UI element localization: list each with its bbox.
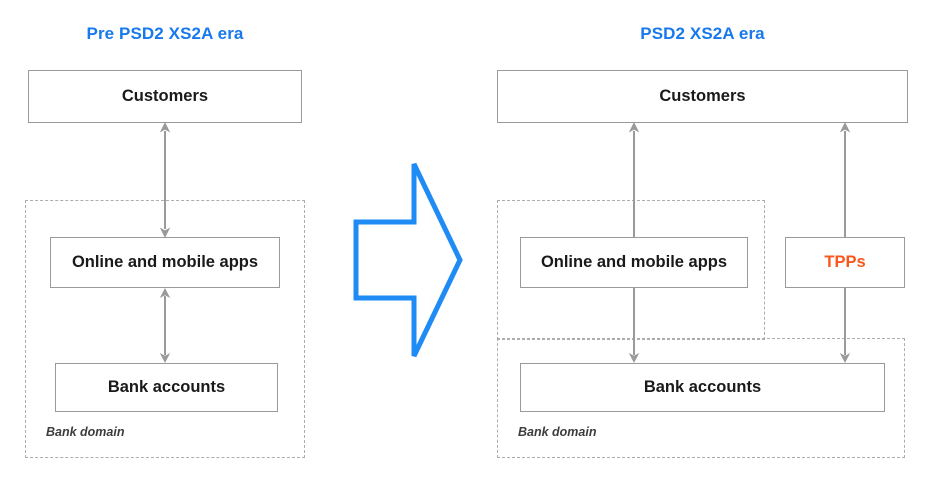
right-arrow-tpps-to-customers	[839, 122, 851, 239]
right-node-online-apps[interactable]: Online and mobile apps	[520, 237, 748, 288]
transition-right-arrow-icon	[353, 162, 463, 358]
left-node-customers[interactable]: Customers	[28, 70, 302, 123]
right-panel-title: PSD2 XS2A era	[640, 24, 765, 43]
left-arrow-customers-apps	[159, 122, 171, 238]
right-node-customers[interactable]: Customers	[497, 70, 908, 123]
left-panel-title: Pre PSD2 XS2A era	[86, 24, 244, 43]
right-node-tpps[interactable]: TPPs	[785, 237, 905, 288]
right-arrow-tpps-to-accounts	[839, 287, 851, 363]
left-node-online-apps[interactable]: Online and mobile apps	[50, 237, 280, 288]
right-bank-domain-box	[497, 338, 905, 458]
left-node-bank-accounts[interactable]: Bank accounts	[55, 363, 278, 412]
right-upper-domain-box	[497, 200, 765, 340]
right-node-bank-accounts[interactable]: Bank accounts	[520, 363, 885, 412]
left-arrow-apps-accounts	[159, 288, 171, 363]
right-arrow-apps-to-customers	[628, 122, 640, 239]
right-arrow-apps-to-accounts	[628, 287, 640, 363]
left-bank-domain-label: Bank domain	[46, 425, 125, 439]
right-bank-domain-label: Bank domain	[518, 425, 597, 439]
